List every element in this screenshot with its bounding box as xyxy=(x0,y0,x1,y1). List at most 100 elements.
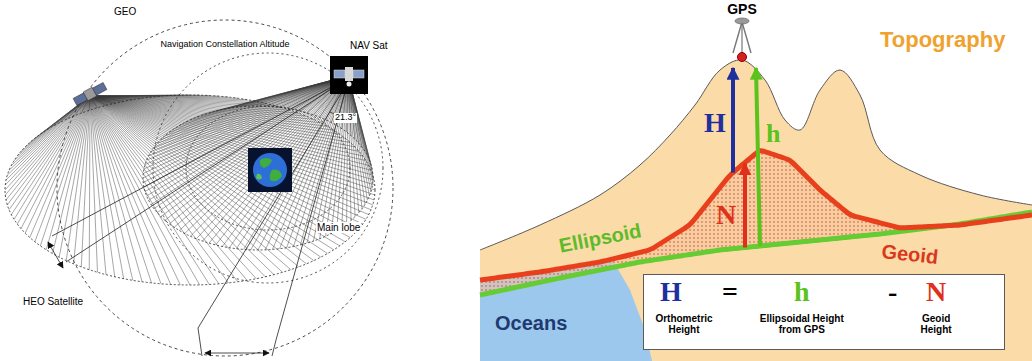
solar-panel xyxy=(334,70,345,78)
nav-beam-line xyxy=(209,76,348,243)
heo-beam-line xyxy=(5,96,90,185)
heo-beam-line xyxy=(90,96,124,279)
dimension-arrow xyxy=(205,353,269,354)
heo-beam-line xyxy=(30,96,90,238)
heo-beam-line xyxy=(7,96,90,175)
nav-beam-line xyxy=(196,76,348,117)
nav-beam-line xyxy=(144,76,348,169)
height-symbol: H xyxy=(704,108,726,139)
nav-beam-line xyxy=(209,76,348,113)
heo-beam-line xyxy=(25,96,90,233)
heo-beam-line xyxy=(90,96,171,284)
nav-beam-line xyxy=(145,76,348,165)
nav-beam-line xyxy=(161,76,348,217)
orbit-label: Navigation Constellation Altitude xyxy=(159,40,290,50)
nav-beam-line xyxy=(157,76,348,143)
orbit-label: GEO xyxy=(114,6,136,17)
heo-beam-line xyxy=(90,96,142,282)
nav-beam-line xyxy=(169,76,348,132)
bracket-line xyxy=(198,328,202,356)
geo-orbit xyxy=(57,20,393,356)
ellipsoidal-height-arrow xyxy=(756,68,760,246)
heo-beam-line xyxy=(90,96,180,285)
geoid-height-arrow xyxy=(743,164,747,248)
heo-beam-line xyxy=(5,96,90,190)
heo-beam-line xyxy=(14,96,90,161)
surface-label: Geoid xyxy=(881,240,940,268)
nav-beam-line xyxy=(179,76,348,230)
heo-beam-line xyxy=(17,96,90,156)
heo-beam-line xyxy=(90,96,350,238)
nav-beam-line xyxy=(161,76,348,139)
surface-label: Oceans xyxy=(495,312,567,334)
surface-label: Topography xyxy=(880,28,1005,52)
heo-beam-line xyxy=(90,96,133,280)
heo-beam-line xyxy=(90,96,152,283)
gps-point xyxy=(738,53,747,62)
nav-beam-line xyxy=(143,76,348,178)
sight-line xyxy=(52,80,345,236)
tripod-leg xyxy=(742,22,751,53)
nav-beam-line-rim xyxy=(143,106,373,250)
nav-beam-line xyxy=(348,76,367,200)
heo-beam-line xyxy=(17,96,90,224)
heo-beam-line xyxy=(90,96,363,156)
nav-beam-line xyxy=(174,76,348,129)
heo-beam-line xyxy=(90,96,115,277)
nav-beam-line xyxy=(147,76,348,196)
tripod-leg xyxy=(733,22,742,53)
nav-sat-icon-ground xyxy=(330,56,368,94)
satellite-label: NAV Sat xyxy=(350,40,388,51)
heo-beam-line xyxy=(90,96,106,275)
heo-beam-line xyxy=(90,96,363,224)
height-illustration xyxy=(480,18,1032,361)
height-symbol: h xyxy=(766,120,780,149)
heo-beam-line xyxy=(90,96,374,200)
earth-land xyxy=(270,170,282,182)
beam-label: Main lobe xyxy=(316,222,361,233)
nav-beam-line xyxy=(149,76,348,156)
dimension-arrow xyxy=(48,242,63,268)
formula-symbol: H xyxy=(660,277,682,308)
nav-beam-line xyxy=(154,76,348,147)
geoid-line xyxy=(480,151,1032,280)
heo-beam-line xyxy=(6,96,90,180)
nav-beam-line xyxy=(196,76,348,239)
nav-beam-line xyxy=(145,76,348,191)
bracket-line xyxy=(272,340,276,356)
gps-antenna xyxy=(735,18,749,24)
heo-beam-line xyxy=(6,96,90,200)
heo-beam-line xyxy=(90,96,366,219)
nav-beam xyxy=(143,76,373,250)
tripod-leg xyxy=(741,22,742,53)
formula-box: H=h-NOrthometric HeightEllipsoidal Heigh… xyxy=(643,274,1005,350)
nav-beam-line xyxy=(169,76,348,224)
gps-receiver xyxy=(733,18,751,62)
satellite-body xyxy=(345,67,353,81)
heo-beam-line xyxy=(9,96,90,210)
nav-beam-line xyxy=(347,76,348,224)
heo-beam-line xyxy=(11,96,90,165)
formula-symbol: - xyxy=(888,277,897,308)
earth-globe xyxy=(253,153,287,187)
nav-beam-line xyxy=(143,76,348,173)
navigation-orbit xyxy=(153,53,383,283)
heo-beam-line xyxy=(11,96,90,215)
nav-beam-line xyxy=(348,76,362,209)
heo-beam-line xyxy=(5,96,90,195)
nav-beam-line xyxy=(190,76,348,120)
heo-beam-line xyxy=(53,96,90,254)
sight-lines xyxy=(48,80,350,356)
heo-beam-line xyxy=(90,96,256,279)
antenna xyxy=(347,82,352,87)
heo-beam-line xyxy=(89,96,91,270)
nav-beam-line xyxy=(222,76,348,246)
heo-beam-line xyxy=(21,96,90,229)
nav-beam-line xyxy=(154,76,348,209)
heo-beam-line xyxy=(9,96,90,170)
nav-beam-line xyxy=(165,76,348,220)
nav-beam-line xyxy=(147,76,348,160)
nav-beam-line xyxy=(151,76,348,205)
heo-beam-line xyxy=(7,96,90,205)
nav-beam-line xyxy=(174,76,348,227)
